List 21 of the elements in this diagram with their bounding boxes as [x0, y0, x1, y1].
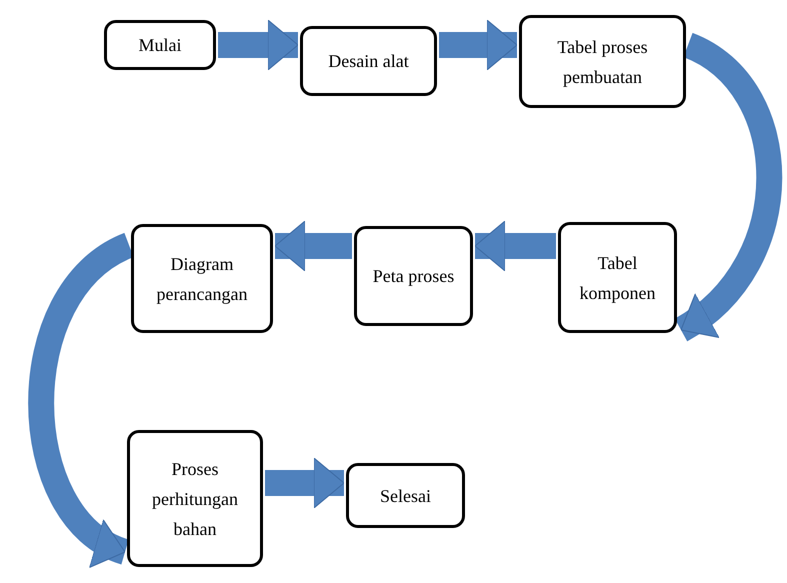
- box-label: Desain alat: [328, 50, 409, 73]
- block-arrow: [265, 458, 344, 508]
- process-box: [354, 226, 473, 326]
- box-label: Proses perhitungan bahan: [151, 458, 239, 540]
- box-label: Diagram perancangan: [156, 252, 248, 306]
- process-box: [346, 463, 465, 528]
- process-box: [300, 26, 437, 96]
- box-label: Tabel komponen: [578, 252, 656, 305]
- process-box: [131, 224, 273, 333]
- box-label: Mulai: [138, 34, 182, 57]
- block-arrow: [474, 220, 556, 272]
- box-label: Selesai: [380, 484, 431, 508]
- process-box: [127, 430, 263, 567]
- block-arrow: [218, 20, 298, 70]
- process-box: [104, 20, 216, 70]
- process-box: [519, 15, 686, 108]
- box-label: Peta proses: [372, 265, 454, 288]
- block-arrow: [274, 220, 352, 272]
- process-box: [558, 222, 677, 333]
- block-arrow: [439, 20, 518, 70]
- box-label: Tabel proses pembuatan: [556, 36, 649, 89]
